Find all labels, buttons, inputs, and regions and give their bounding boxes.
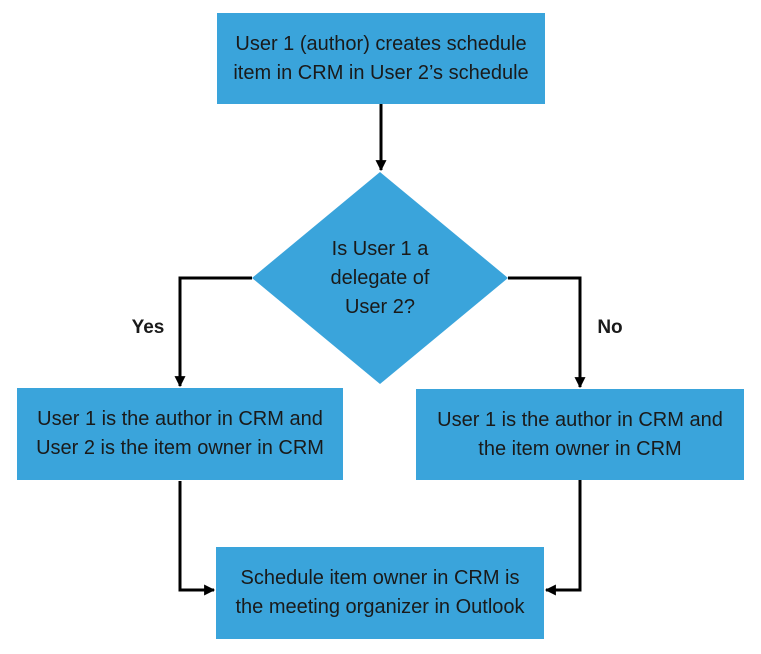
- edge-label-no: No: [597, 317, 623, 338]
- node-label-line: User 2?: [344, 295, 416, 318]
- node-label-line: User 2 is the item owner in CRM: [36, 437, 324, 459]
- node-label-line: delegate of: [330, 266, 430, 289]
- edge-decision-yes-arrow: [174, 276, 252, 388]
- node-label-line: item in CRM in User 2’s schedule: [233, 61, 529, 84]
- edge-no-to-end-arrow: [544, 480, 582, 596]
- edge-yes-to-end-arrow: [178, 481, 216, 596]
- decision-diamond-shape: [252, 172, 508, 384]
- flow-node-end: Schedule item owner in CRM is the meetin…: [216, 547, 544, 639]
- node-label-line: User 1 is the author in CRM and: [37, 408, 323, 430]
- flow-node-no-branch: User 1 is the author in CRM and the item…: [416, 389, 744, 480]
- node-label-line: Schedule item owner in CRM is: [240, 567, 520, 589]
- edge-label-yes: Yes: [131, 317, 165, 338]
- flow-node-start: User 1 (author) creates schedule item in…: [217, 13, 545, 104]
- node-label-line: the item owner in CRM: [478, 437, 682, 460]
- node-label-line: the meeting organizer in Outlook: [235, 596, 525, 618]
- node-label-line: User 1 (author) creates schedule: [235, 32, 527, 55]
- flow-node-yes-branch: User 1 is the author in CRM and User 2 i…: [17, 388, 343, 480]
- node-label-line: Is User 1 a: [331, 237, 429, 260]
- flow-node-decision: Is User 1 a delegate of User 2?: [253, 173, 507, 383]
- node-label-line: User 1 is the author in CRM and: [437, 408, 723, 431]
- edge-decision-no-arrow: [508, 276, 586, 389]
